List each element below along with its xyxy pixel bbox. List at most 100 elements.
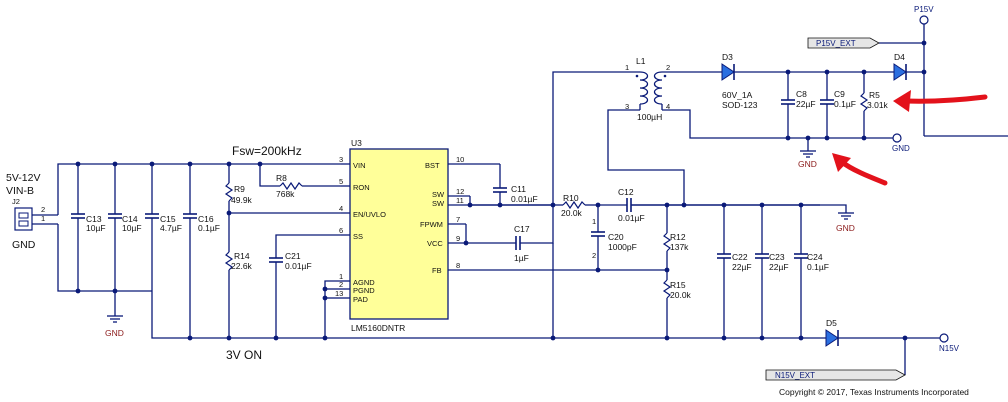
c17-ref: C17 — [514, 224, 530, 234]
r12-ref: R12 — [670, 232, 686, 242]
capacitor-c23 — [755, 205, 769, 338]
r12-val: 137k — [670, 242, 689, 252]
pin-name-sw2: SW — [432, 199, 445, 208]
pin-name-sw1: SW — [432, 190, 445, 199]
p15v-label: P15V — [914, 5, 934, 14]
connector-gnd-label: GND — [12, 239, 36, 251]
r8-val: 768k — [276, 189, 295, 199]
resistor-r5 — [859, 72, 869, 138]
d3-val2: SOD-123 — [722, 100, 758, 110]
vin-rail — [57, 163, 341, 215]
r9-ref: R9 — [234, 184, 245, 194]
d4-ref: D4 — [894, 52, 905, 62]
p15v-terminal — [919, 15, 929, 25]
fsw-note: Fsw=200kHz — [232, 144, 302, 158]
pin-name-agnd: AGND — [353, 278, 375, 287]
c13-ref: C13 — [86, 214, 102, 224]
ic-u3-body — [349, 148, 449, 320]
c17-val: 1µF — [514, 253, 529, 263]
pin-name-fb: FB — [432, 266, 442, 275]
pin-name-ss: SS — [353, 232, 363, 241]
resistor-r15 — [662, 279, 672, 299]
n15v-ext-label: N15V_EXT — [775, 371, 815, 380]
gnd-label-output: GND — [836, 223, 855, 233]
pin-num-sw1: 12 — [456, 187, 464, 196]
capacitor-c17 — [515, 236, 521, 250]
r5-val: 3.01k — [867, 100, 889, 110]
resistor-r14 — [224, 251, 234, 338]
pin-name-en: EN/UVLO — [353, 210, 386, 219]
pin-num-fpwm: 7 — [456, 215, 460, 224]
capacitor-c24 — [794, 205, 808, 338]
r10-val: 20.0k — [561, 208, 583, 218]
c22-val: 22µF — [732, 262, 752, 272]
c24-val: 0.1µF — [807, 262, 829, 272]
pin-num-pad: 13 — [335, 289, 343, 298]
c24-ref: C24 — [807, 252, 823, 262]
p15v-ext-label: P15V_EXT — [816, 39, 856, 48]
gnd-symbol-output — [838, 212, 854, 220]
capacitor-c16 — [183, 164, 197, 338]
connector-pin1: 1 — [41, 214, 45, 223]
c22-ref: C22 — [732, 252, 748, 262]
p15v-ext-flag — [807, 37, 880, 49]
c13-val: 10µF — [86, 223, 106, 233]
pin-num-pgnd: 2 — [339, 280, 343, 289]
pin-name-vcc: VCC — [427, 239, 443, 248]
c20-pin1: 1 — [592, 217, 596, 226]
c16-ref: C16 — [198, 214, 214, 224]
c9-val: 0.1µF — [834, 99, 856, 109]
c21-val: 0.01µF — [285, 261, 312, 271]
pin-num-sw2: 11 — [456, 196, 464, 205]
capacitor-c15 — [145, 164, 159, 291]
resistor-r12 — [662, 232, 672, 252]
pin-num-ron: 5 — [339, 177, 343, 186]
annotation-arrow-r5 — [893, 90, 988, 112]
capacitor-c14 — [108, 164, 122, 291]
l1-pin2: 2 — [666, 63, 670, 72]
l1-pin4: 4 — [666, 102, 670, 111]
r15-ref: R15 — [670, 280, 686, 290]
capacitor-c9 — [820, 72, 834, 138]
pin-name-bst: BST — [425, 161, 440, 170]
n15v-terminal — [939, 333, 949, 343]
r14-ref: R14 — [234, 251, 250, 261]
capacitor-c12 — [626, 198, 632, 212]
connector-ref: J2 — [12, 197, 20, 206]
c16-val: 0.1µF — [198, 223, 220, 233]
inductor-l1 — [635, 71, 667, 110]
resistor-r9 — [224, 164, 234, 252]
connector-j2 — [14, 207, 58, 231]
l1-pin3: 3 — [625, 102, 629, 111]
pin-num-vcc: 9 — [456, 234, 460, 243]
gnd-terminal — [892, 133, 902, 143]
c20-pin2: 2 — [592, 251, 596, 260]
capacitor-c22 — [717, 205, 731, 338]
copyright-text: Copyright © 2017, Texas Instruments Inco… — [779, 387, 969, 397]
c20-ref: C20 — [608, 232, 624, 242]
pin-name-pad: PAD — [353, 295, 368, 304]
c23-ref: C23 — [769, 252, 785, 262]
gnd-label-input: GND — [105, 328, 124, 338]
diode-d5 — [825, 329, 839, 347]
r5-ref: R5 — [869, 90, 880, 100]
d5-ref: D5 — [826, 318, 837, 328]
gnd-symbol-input — [107, 315, 123, 323]
c8-val: 22µF — [796, 99, 816, 109]
pin-name-ron: RON — [353, 183, 370, 192]
pin-num-vin: 3 — [339, 155, 343, 164]
l1-val: 100µH — [637, 112, 662, 122]
pin-num-fb: 8 — [456, 261, 460, 270]
c12-ref: C12 — [618, 187, 634, 197]
resistor-r10 — [562, 200, 586, 210]
connector-pin2: 2 — [41, 205, 45, 214]
input-gnd-wire — [57, 224, 115, 292]
c14-val: 10µF — [122, 223, 142, 233]
c11-val: 0.01µF — [511, 194, 538, 204]
ic-part: LM5160DNTR — [351, 323, 405, 333]
annotation-arrow-gnd — [832, 153, 888, 186]
c21-ref: C21 — [285, 251, 301, 261]
l1-pin1: 1 — [625, 63, 629, 72]
r8-ref: R8 — [276, 173, 287, 183]
diode-d3 — [721, 63, 735, 81]
